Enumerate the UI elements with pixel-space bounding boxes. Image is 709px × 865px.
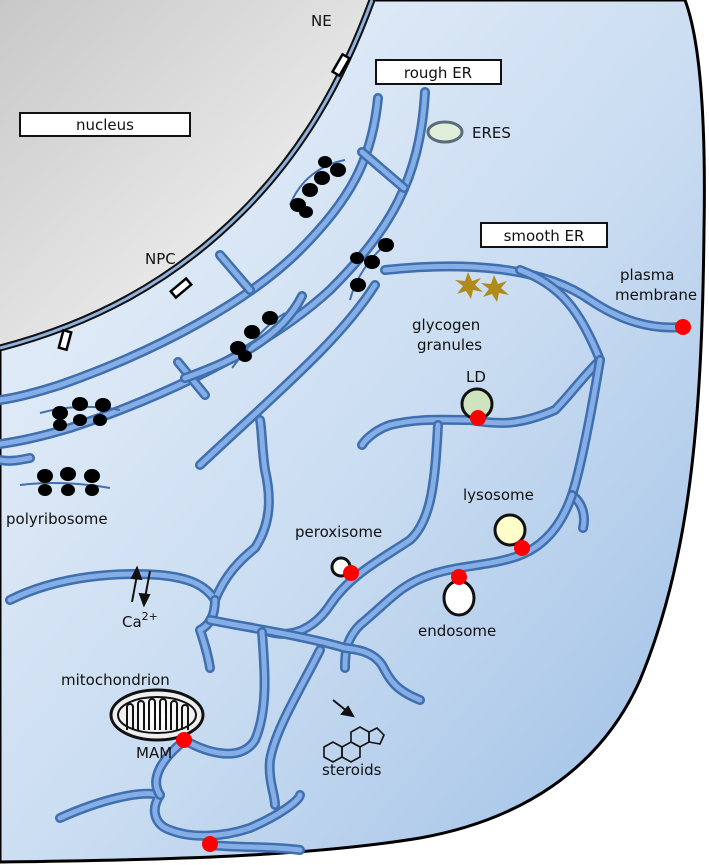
contact-site-peroxisome: [343, 565, 359, 581]
npc-label: NPC: [145, 250, 176, 268]
steroid-structure: [323, 726, 385, 763]
ne-label: NE: [311, 12, 332, 30]
eres-vesicle: [426, 120, 464, 144]
smooth-er-network: [5, 261, 688, 855]
contact-site-mam: [176, 732, 192, 748]
lysosome: [493, 513, 527, 547]
nucleus: [0, 0, 370, 345]
steroids-label: steroids: [322, 761, 382, 779]
steroid-arrow: [332, 699, 355, 718]
endosome-label: endosome: [418, 622, 496, 640]
nucleus-box: [19, 112, 191, 137]
glycogen-label-2: granules: [417, 336, 482, 354]
mam-label: MAM: [136, 744, 172, 762]
rough-er-label: rough ER: [404, 64, 472, 82]
rough-er-sheets: [0, 87, 430, 470]
glycogen-label-1: glycogen: [412, 316, 480, 334]
polyribosome-label: polyribosome: [6, 510, 108, 528]
calcium-arrows: [130, 565, 151, 608]
mitochondrion-label: mitochondrion: [61, 671, 170, 689]
contact-sites: [176, 319, 691, 852]
contact-site-lysosome: [514, 540, 530, 556]
glycogen-granules: [455, 272, 509, 302]
endosome: [442, 579, 476, 617]
nucleus-label: nucleus: [76, 116, 134, 134]
contact-site-ld: [470, 410, 486, 426]
calcium-label: Ca2+: [122, 610, 158, 631]
mitochondrion: [109, 688, 205, 742]
nuclear-pore-complexes: [57, 52, 352, 352]
eres-label: ERES: [472, 124, 511, 142]
plasma-membrane-label-2: membrane: [615, 286, 697, 304]
smooth-er-box: [480, 222, 608, 248]
peroxisome-label: peroxisome: [295, 523, 382, 541]
smooth-er-label: smooth ER: [504, 227, 585, 245]
plasma-membrane-label-1: plasma: [620, 266, 675, 284]
contact-site-plasma-membrane: [675, 319, 691, 335]
ld-label: LD: [466, 368, 486, 386]
contact-site-endosome: [451, 569, 467, 585]
ribosome-clusters: [19, 156, 394, 496]
contact-site-bottom: [202, 836, 218, 852]
lysosome-label: lysosome: [463, 486, 534, 504]
rough-er-box: [375, 59, 502, 85]
